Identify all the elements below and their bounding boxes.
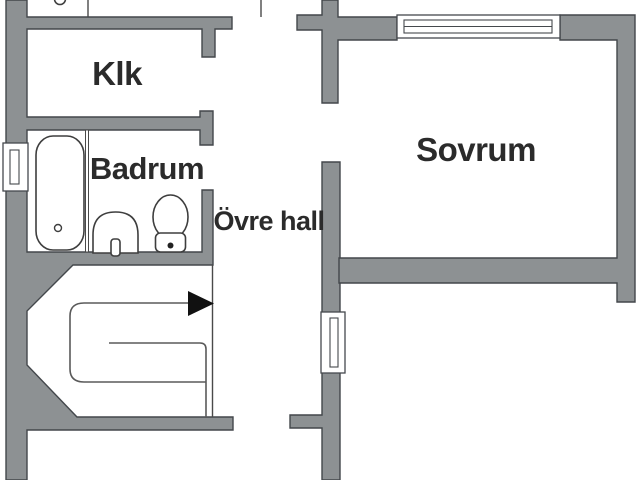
wall-sovrum <box>338 14 636 303</box>
staircase-icon <box>69 265 214 417</box>
stair-inner-walkline <box>109 342 207 417</box>
room-label-ovre-hall: Övre hall <box>213 206 324 236</box>
room-label-badrum: Badrum <box>90 151 204 186</box>
stair-outer-walkline <box>69 302 211 383</box>
partial-fixture-icon <box>53 0 67 6</box>
wall-central-upper <box>296 0 398 104</box>
wall-left-structure <box>5 0 234 480</box>
toilet-icon <box>152 194 189 253</box>
window-icon-center-wall <box>320 311 346 374</box>
room-label-klk: Klk <box>92 55 143 92</box>
window-icon-sovrum-top-wall <box>396 14 561 39</box>
bathtub-icon <box>35 135 85 251</box>
sink-icon <box>92 211 139 257</box>
room-label-sovrum: Sovrum <box>416 131 536 168</box>
stair-direction-arrow-icon <box>188 291 214 316</box>
window-icon-left-wall <box>2 142 29 192</box>
bathroom-partition-wall <box>85 129 89 253</box>
